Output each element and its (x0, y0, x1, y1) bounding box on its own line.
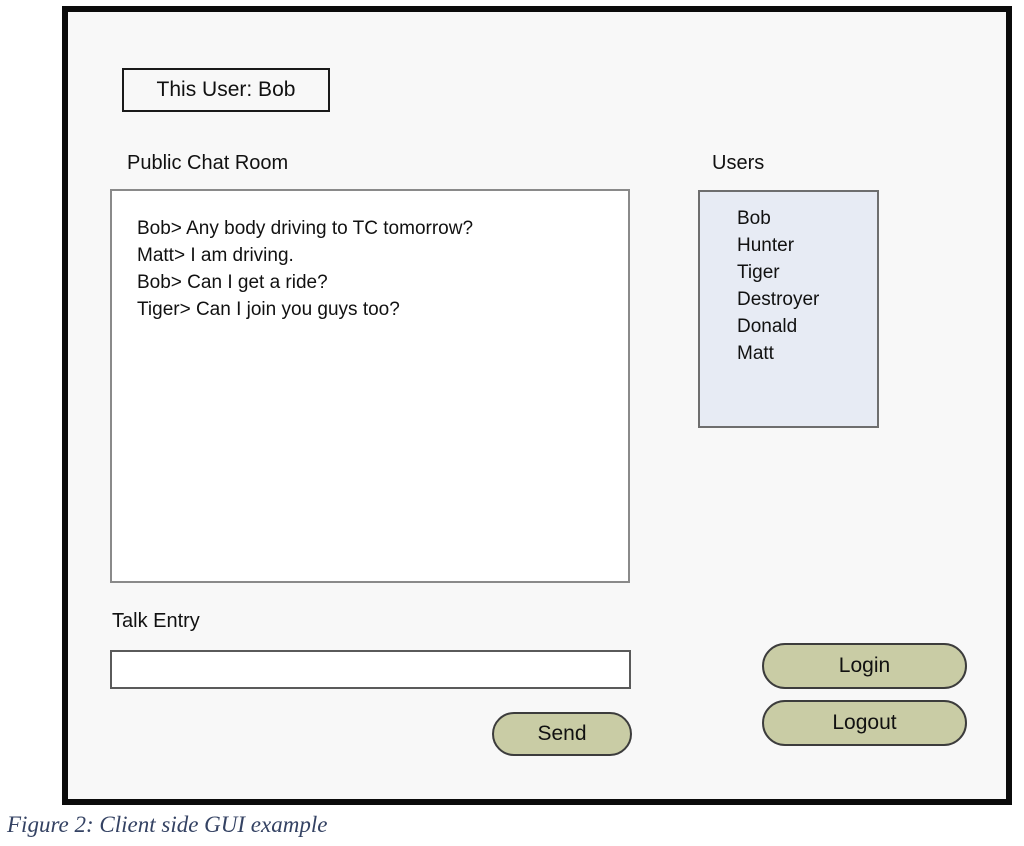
talk-entry-input[interactable] (110, 650, 631, 689)
user-list-item[interactable]: Tiger (737, 262, 780, 283)
user-list-item[interactable]: Matt (737, 343, 774, 364)
this-user-label: This User: Bob (156, 78, 296, 101)
login-button[interactable]: Login (762, 643, 967, 689)
chat-message: Tiger> Can I join you guys too? (137, 299, 400, 320)
logout-button-label: Logout (832, 711, 897, 734)
user-list-item[interactable]: Donald (737, 316, 798, 337)
figure-caption: Figure 2: Client side GUI example (7, 812, 328, 837)
send-button[interactable]: Send (492, 712, 632, 756)
logout-button[interactable]: Logout (762, 700, 967, 746)
this-user-box: This User: Bob (122, 68, 330, 112)
users-label: Users (712, 152, 765, 174)
chat-message: Bob> Can I get a ride? (137, 272, 328, 293)
user-list-item[interactable]: Hunter (737, 235, 795, 256)
chat-message: Matt> I am driving. (137, 245, 294, 266)
chat-messages-area: Bob> Any body driving to TC tomorrow? Ma… (110, 189, 630, 583)
user-list-item[interactable]: Destroyer (737, 289, 820, 310)
user-list-item[interactable]: Bob (737, 208, 771, 229)
login-button-label: Login (838, 654, 891, 677)
send-button-label: Send (537, 722, 587, 745)
users-list: Bob Hunter Tiger Destroyer Donald Matt (698, 190, 879, 428)
talk-entry-label: Talk Entry (112, 610, 200, 632)
chat-message: Bob> Any body driving to TC tomorrow? (137, 218, 474, 239)
public-chat-room-label: Public Chat Room (127, 152, 289, 174)
chat-client-window: This User: Bob Public Chat Room Bob> Any… (62, 6, 1012, 805)
